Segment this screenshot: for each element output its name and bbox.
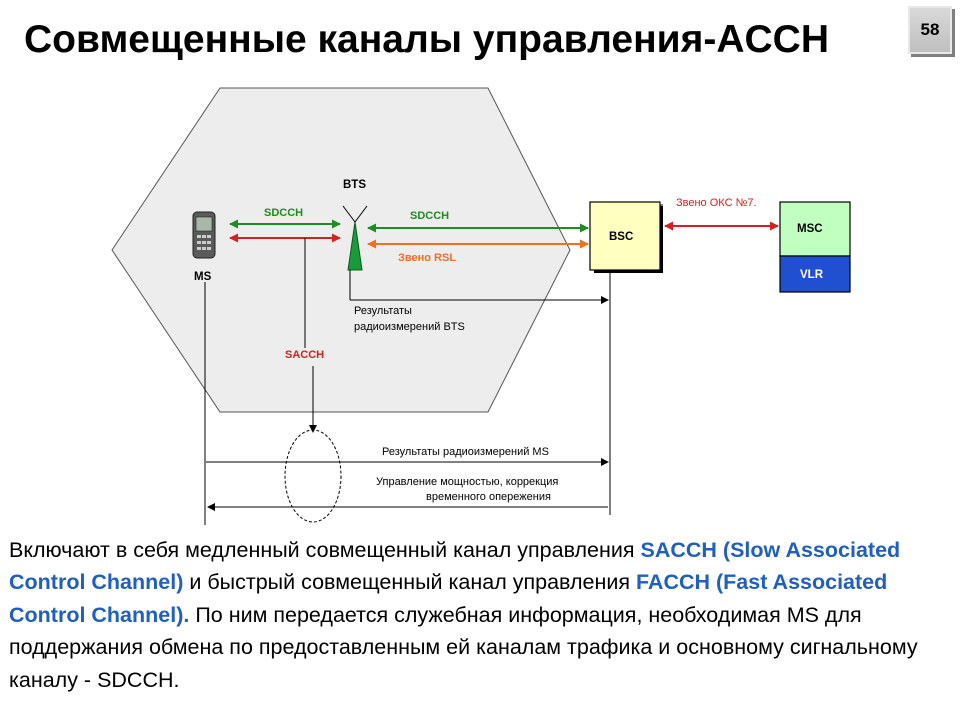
description-text-1: Включают в себя медленный совмещенный ка…: [9, 538, 641, 562]
msc-label: MSC: [797, 223, 823, 235]
description-text-3: По ним передается служебная информация, …: [9, 602, 918, 692]
ms-meas-label: Результаты радиоизмерений MS: [382, 446, 549, 458]
rsl-label: Звено RSL: [398, 252, 456, 264]
bts-label: BTS: [343, 179, 366, 191]
sdcch-left-label: SDCCH: [264, 207, 303, 219]
page-number: 58: [908, 6, 952, 54]
bsc-label: BSC: [609, 231, 633, 243]
description-text-2: и быстрый совмещенный канал управления: [183, 570, 636, 595]
bts-meas-line1: Результаты: [354, 305, 412, 317]
sacch-highlight: SACCH (Slow Associated Control Channel): [9, 538, 901, 595]
oks7-label: Звено ОКС №7.: [676, 197, 757, 209]
sacch-dashed-ellipse: [284, 429, 342, 523]
msc-box: [779, 201, 851, 257]
facch-highlight: FACCH (Fast Associated Control Channel).: [9, 570, 888, 627]
vlr-label: VLR: [800, 269, 824, 281]
power-control-line2: временного опережения: [426, 491, 551, 503]
sdcch-right-label: SDCCH: [410, 210, 449, 222]
cell-hexagon: [111, 87, 571, 413]
description-paragraph: Включают в себя медленный совмещенный ка…: [9, 534, 949, 696]
power-control-line1: Управление мощностью, коррекция: [376, 476, 558, 488]
mobile-phone-icon: [192, 211, 216, 259]
vlr-box: [779, 255, 851, 293]
page-number-badge: 58: [908, 6, 956, 58]
bts-antenna-icon: [342, 205, 368, 271]
network-diagram: MS BTS BSC MSC VLR SDCCH SDCCH Звено RSL…: [111, 87, 851, 525]
ms-label: MS: [194, 271, 212, 283]
sacch-label: SACCH: [285, 349, 324, 361]
bts-meas-line2: радиоизмерений BTS: [354, 321, 465, 333]
slide-title: Совмещенные каналы управления-ACCH: [24, 18, 830, 61]
